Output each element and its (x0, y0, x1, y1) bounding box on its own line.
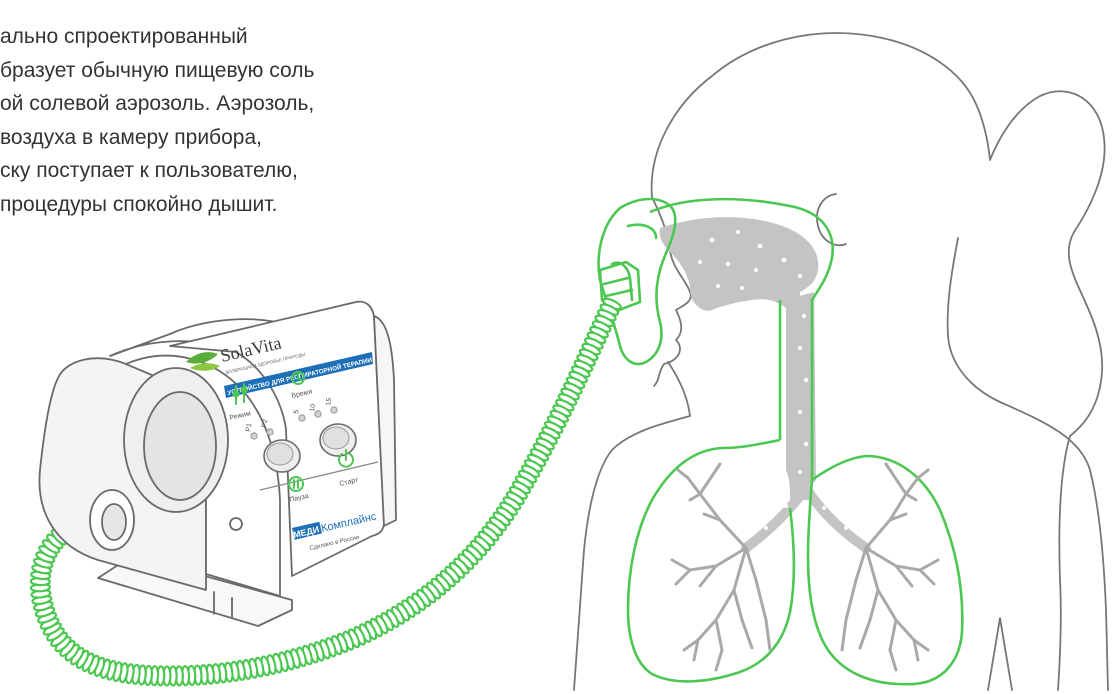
shoulder-left (574, 416, 690, 690)
time-option-15: 15 (325, 397, 333, 406)
mode-option-p2: P2 (261, 419, 269, 429)
bronchial-tree-right (842, 464, 938, 670)
salt-aerosol-device (39, 302, 396, 626)
device-side-hole (230, 518, 242, 530)
time-led-10 (315, 411, 321, 417)
arm-right (988, 618, 1012, 690)
mode-led-p1 (251, 433, 257, 439)
mask-inner (612, 225, 656, 300)
solavita-logo-icon (186, 352, 218, 364)
time-knob[interactable] (320, 424, 356, 456)
mode-option-p1: P1 (245, 423, 253, 433)
device-window-inner (144, 392, 216, 500)
neck-back (948, 238, 1108, 690)
device-outlet-inner (102, 504, 126, 540)
person-silhouette (574, 33, 1108, 690)
bronchial-tree-left (672, 464, 770, 670)
mask-connector-ring (604, 278, 632, 296)
shoulder-right (1058, 436, 1070, 690)
neck-front (668, 362, 690, 416)
time-led-15 (331, 407, 337, 413)
bronchi (746, 488, 866, 548)
mode-led-p2 (267, 429, 273, 435)
airway (660, 217, 878, 592)
mode-knob[interactable] (264, 440, 300, 472)
time-led-5 (299, 415, 305, 421)
